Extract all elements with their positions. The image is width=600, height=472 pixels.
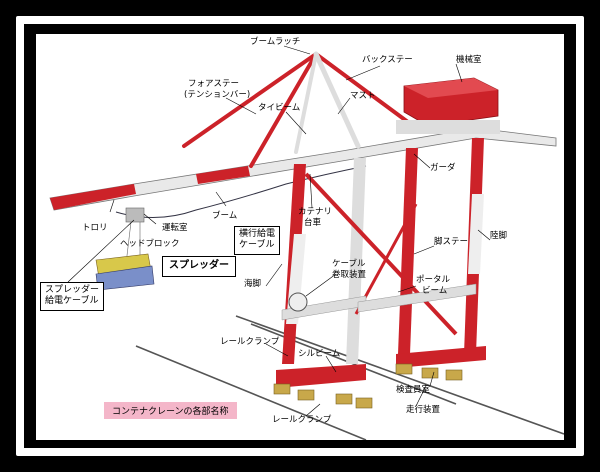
label-travel-device: 走行装置 (406, 405, 441, 415)
diagram-canvas: ブームラッチ バックステー 機械室 フォアステー (テンションバー) タイビーム… (36, 34, 564, 440)
label-land-leg: 陸脚 (490, 231, 508, 241)
beams (276, 283, 486, 388)
box-travel-cable: 横行給電 ケーブル (234, 226, 281, 255)
cable-reel (288, 292, 308, 312)
travel-wheels (273, 363, 463, 409)
label-trolley: トロリ (82, 223, 108, 233)
label-leg-stay: 脚ステー (434, 237, 469, 247)
label-tie-beam: タイビーム (258, 103, 301, 113)
label-rail-clamp-bottom: レールクランプ (272, 415, 332, 425)
leader-lines (67, 45, 491, 417)
label-girder: ガーダ (430, 163, 456, 173)
boom-structure (49, 127, 557, 218)
label-cable-reel-2: 巻取装置 (332, 270, 367, 280)
label-head-block: ヘッドブロック (120, 239, 180, 249)
label-fore-stay-2: (テンションバー) (184, 90, 251, 100)
machine-room (396, 77, 500, 134)
label-cable-reel-1: ケーブル (332, 259, 366, 269)
label-boom-latch: ブームラッチ (250, 37, 301, 47)
label-rail-clamp-top: レールクランプ (220, 337, 280, 347)
label-machine-room: 機械室 (456, 55, 482, 65)
label-operator-room: 運転室 (162, 223, 188, 233)
label-catenary-2: 台車 (304, 218, 322, 228)
label-catenary-1: カテナリ (298, 207, 333, 217)
label-sea-leg: 海脚 (244, 279, 262, 289)
box-travel-cable-line2: ケーブル (239, 240, 275, 251)
box-spreader-cable: スプレッダー 給電ケーブル (40, 282, 105, 311)
label-sill-beam: シルビーム (298, 349, 341, 359)
label-fore-stay-1: フォアステー (188, 79, 240, 89)
box-spreader-cable-line1: スプレッダー (45, 285, 100, 295)
box-travel-cable-line1: 横行給電 (239, 229, 276, 239)
trolley-spreader (95, 207, 155, 291)
label-back-stay: バックステー (362, 55, 413, 65)
stays (182, 51, 418, 168)
label-portal-beam-2: ビーム (422, 286, 448, 296)
label-boom: ブーム (212, 211, 238, 221)
crane-illustration (49, 45, 564, 440)
box-spreader-cable-line2: 給電ケーブル (45, 296, 99, 307)
label-portal-beam-1: ポータル (416, 275, 451, 285)
diagram-title: コンテナクレーンの各部名称 (104, 402, 237, 419)
label-mast: マスト (350, 91, 376, 101)
box-spreader: スプレッダー (162, 256, 236, 277)
label-inspector-room: 検査員室 (396, 385, 431, 395)
